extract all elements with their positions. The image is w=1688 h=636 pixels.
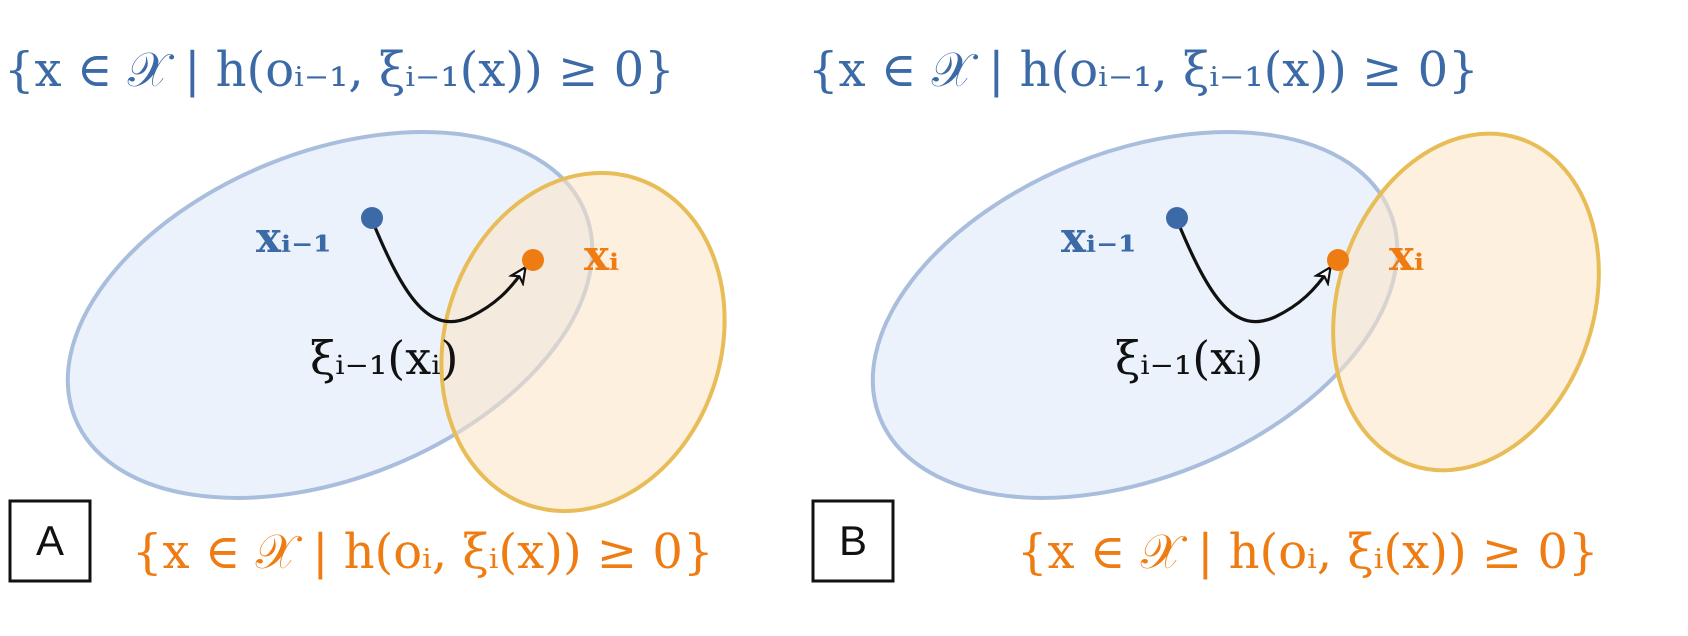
panel-b-label-box <box>811 499 895 583</box>
panel-a: {x ∈ 𝒳 | h(oᵢ₋₁, ξᵢ₋₁(x)) ≥ 0} xᵢ₋₁ xᵢ ξ… <box>4 42 727 583</box>
panel-b-label: B <box>839 517 867 564</box>
panel-b-top-set-label: {x ∈ 𝒳 | h(oᵢ₋₁, ξᵢ₋₁(x)) ≥ 0} <box>808 42 1479 98</box>
panel-b: {x ∈ 𝒳 | h(oᵢ₋₁, ξᵢ₋₁(x)) ≥ 0} xᵢ₋₁ xᵢ ξ… <box>808 42 1601 583</box>
panel-b-curr-point <box>1327 249 1349 271</box>
panel-a-label-box <box>8 499 92 583</box>
panel-a-label: A <box>36 517 64 564</box>
panel-a-bottom-set-label: {x ∈ 𝒳 | h(oᵢ, ξᵢ(x)) ≥ 0} <box>132 524 714 580</box>
panel-a-trajectory-label: ξᵢ₋₁(xᵢ) <box>310 331 458 385</box>
panel-a-orange-region <box>439 170 727 514</box>
panel-b-bottom-set-label: {x ∈ 𝒳 | h(oᵢ, ξᵢ(x)) ≥ 0} <box>1017 524 1599 580</box>
panel-b-trajectory-label: ξᵢ₋₁(xᵢ) <box>1115 331 1263 385</box>
panel-b-prev-point <box>1166 207 1188 229</box>
panel-a-top-set-label: {x ∈ 𝒳 | h(oᵢ₋₁, ξᵢ₋₁(x)) ≥ 0} <box>4 42 675 98</box>
panel-b-curr-point-label: xᵢ <box>1389 231 1424 280</box>
panel-a-curr-point <box>522 249 544 271</box>
panel-b-trajectory-arrow <box>1175 219 1330 324</box>
panel-b-prev-point-label: xᵢ₋₁ <box>1061 213 1137 262</box>
panel-a-prev-point-label: xᵢ₋₁ <box>256 213 332 262</box>
panel-a-curr-point-label: xᵢ <box>584 231 619 280</box>
panel-a-prev-point <box>361 207 383 229</box>
panel-a-trajectory-arrow <box>370 219 525 324</box>
